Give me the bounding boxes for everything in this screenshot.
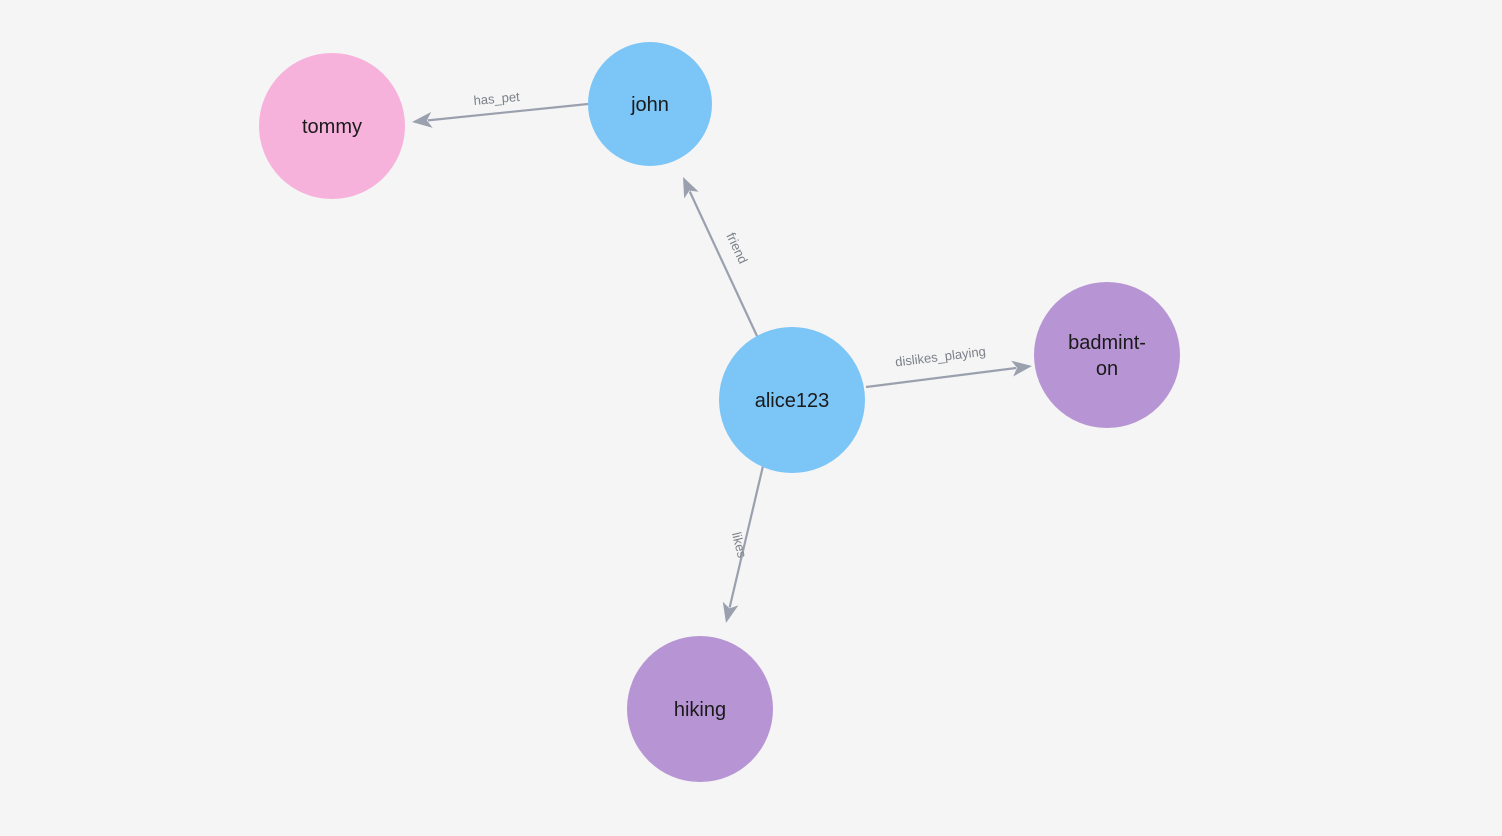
node-circle[interactable]: [719, 327, 865, 473]
edge-line: [865, 366, 1017, 389]
edge-arrowhead-icon: [1011, 360, 1032, 377]
graph-node-john[interactable]: john: [588, 42, 712, 166]
graph-node-hiking[interactable]: hiking: [627, 636, 773, 782]
edge-line: [688, 191, 758, 337]
graph-node-tommy[interactable]: tommy: [259, 53, 405, 199]
edge-arrowhead-icon: [683, 177, 699, 199]
edge-arrowhead-icon: [412, 112, 433, 128]
edge-arrowhead-icon: [722, 601, 739, 623]
node-circle[interactable]: [1034, 282, 1180, 428]
graph-node-alice123[interactable]: alice123: [719, 327, 865, 473]
node-circle[interactable]: [627, 636, 773, 782]
graph-node-badminton[interactable]: badmint-on: [1034, 282, 1180, 428]
edge-line: [728, 465, 765, 608]
node-circle[interactable]: [259, 53, 405, 199]
edge-line: [427, 102, 589, 122]
node-circle[interactable]: [588, 42, 712, 166]
